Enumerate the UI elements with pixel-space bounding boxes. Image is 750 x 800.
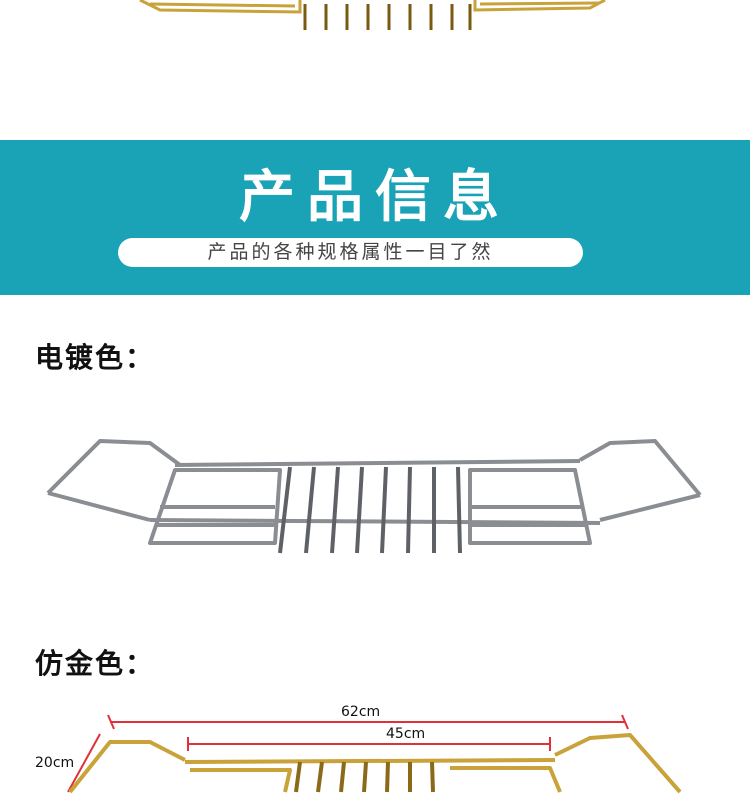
total-length-label: 62cm: [341, 704, 381, 720]
banner-subtitle: 产品的各种规格属性一目了然: [118, 238, 583, 267]
chrome-rack-image: [46, 439, 702, 554]
chrome-color-label: 电镀色：: [35, 341, 156, 374]
gold-rack-top-image: [139, 0, 606, 30]
gold-rack-image: [67, 714, 682, 794]
gold-color-label: 仿金色：: [35, 647, 156, 680]
banner-title: 产品信息: [239, 165, 511, 230]
width-label: 20cm: [35, 755, 75, 771]
inner-length-label: 45cm: [386, 726, 426, 742]
product-info-banner: [0, 140, 750, 295]
width-line: [67, 733, 101, 793]
